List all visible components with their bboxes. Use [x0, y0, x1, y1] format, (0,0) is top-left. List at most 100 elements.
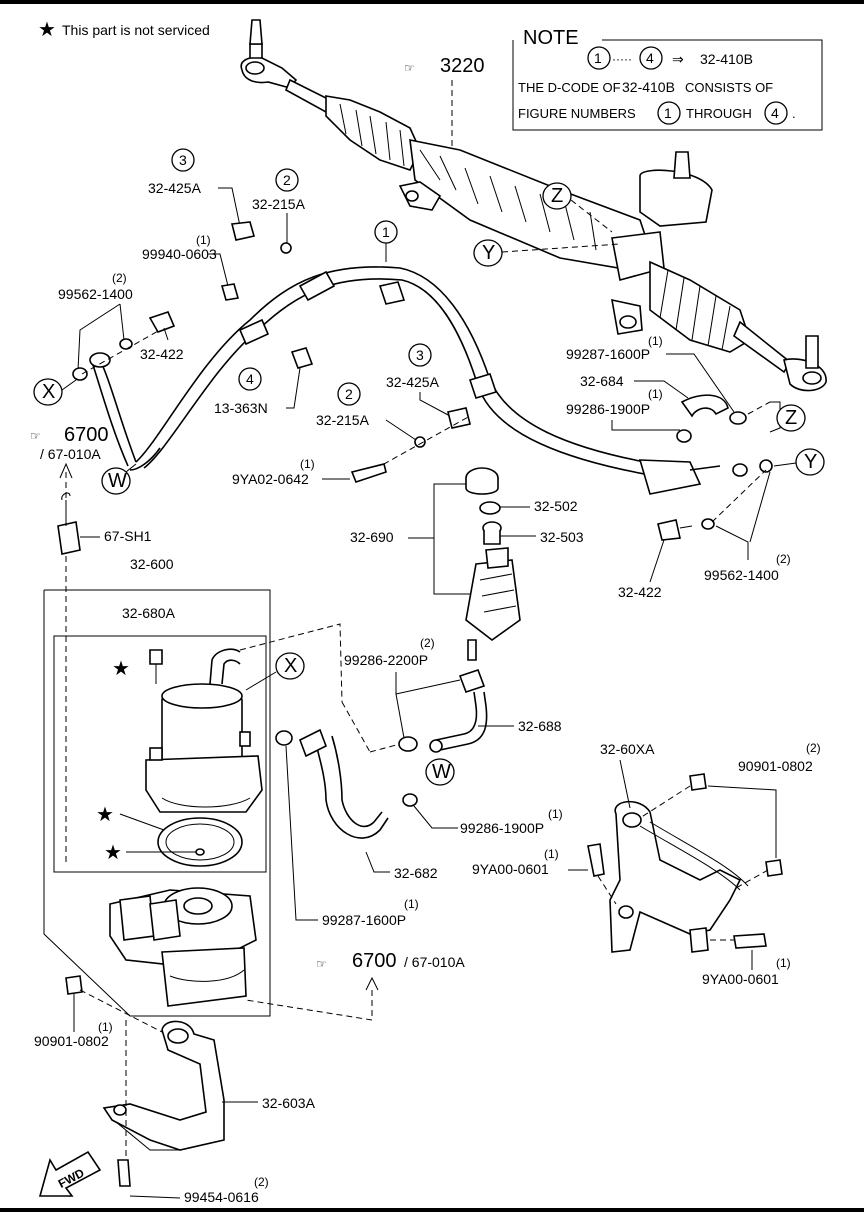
- label-32-60XA: 32-60XA: [600, 741, 655, 757]
- nut-90901-0802-left: [65, 975, 83, 995]
- label-13-363N: 13-363N: [214, 400, 268, 416]
- label-99562-1400-top: 99562-1400: [58, 286, 133, 302]
- note-line3-num1: 1: [664, 105, 672, 121]
- marker-x-left-label: X: [42, 381, 55, 403]
- marker-x-pump: [275, 652, 305, 680]
- note-box: NOTE 1 ····· 4 ⇒ 32-410B THE D-CODE OF 3…: [512, 27, 823, 131]
- qty-99287-1600P-low: (1): [404, 897, 419, 911]
- qty-99287-1600P-top: (1): [648, 334, 663, 348]
- note-line2-c: CONSISTS OF: [685, 80, 773, 95]
- label-32-684: 32-684: [580, 373, 624, 389]
- ref-6700-top-icon: ☞: [30, 429, 41, 443]
- part-32-422-top: [148, 311, 176, 333]
- ref-6700-bottom: 6700: [352, 950, 397, 972]
- legend-text: This part is not serviced: [62, 22, 210, 38]
- qty-90901-0802-left: (1): [98, 1020, 113, 1034]
- label-32-680A: 32-680A: [122, 605, 176, 621]
- ref-3220-icon: ☞: [404, 61, 415, 75]
- label-32-600: 32-600: [130, 556, 174, 572]
- part-32-684: [680, 394, 729, 418]
- label-67-SH1: 67-SH1: [104, 528, 152, 544]
- note-line3-a: FIGURE NUMBERS: [518, 106, 636, 121]
- qty-99940-0603: (1): [196, 233, 211, 247]
- label-99286-1900P-top: 99286-1900P: [566, 401, 650, 417]
- marker-y-right-label: Y: [804, 451, 817, 473]
- figure-num-3-top-label: 3: [179, 152, 187, 168]
- label-32-215A-mid: 32-215A: [316, 412, 370, 428]
- star-icon-2: ★: [96, 804, 114, 826]
- qty-9YA00-0601-right: (1): [776, 956, 791, 970]
- marker-x-pump-label: X: [284, 655, 297, 677]
- figure-num-3-top: [171, 148, 195, 172]
- bolt-star-top: [149, 649, 163, 665]
- star-icon-1: ★: [112, 658, 130, 680]
- note-line2-a: THE D-CODE OF: [518, 80, 621, 95]
- figure-num-2-top-label: 2: [283, 172, 291, 188]
- figure-num-4-label: 4: [246, 371, 254, 387]
- part-99940-0603: [220, 283, 240, 301]
- qty-9YA02-0642: (1): [300, 457, 315, 471]
- marker-y-top: [473, 239, 503, 267]
- return-hose-assembly: [275, 668, 488, 839]
- part-32-425A-mid: [447, 407, 471, 429]
- label-99287-1600P-top: 99287-1600P: [566, 346, 650, 362]
- label-99286-1900P-low: 99286-1900P: [460, 820, 544, 836]
- label-90901-0802-left: 90901-0802: [34, 1033, 109, 1049]
- label-90901-0802-right: 90901-0802: [738, 758, 813, 774]
- bracket-32-60XA: [609, 800, 749, 953]
- marker-y-top-label: Y: [482, 242, 495, 264]
- part-13-363N: [290, 347, 314, 369]
- qty-90901-0802-right: (2): [806, 741, 821, 755]
- marker-z-top: [542, 182, 572, 210]
- note-range-sep: ·····: [612, 52, 632, 66]
- group-32-680A-frame: [53, 635, 267, 873]
- bracket-32-603A: [102, 1020, 225, 1151]
- ref-67-010A-top: / 67-010A: [40, 446, 101, 462]
- ref-67-010A-bottom: / 67-010A: [404, 954, 465, 970]
- label-32-215A-top: 32-215A: [252, 196, 306, 212]
- note-arrow: ⇒: [672, 51, 684, 67]
- label-32-503: 32-503: [540, 529, 584, 545]
- part-32-215A-mid: [414, 436, 426, 448]
- qty-99286-1900P-low: (1): [548, 807, 563, 821]
- note-range-to: 4: [646, 50, 654, 66]
- note-title: NOTE: [523, 27, 579, 49]
- fwd-arrow-icon: FWD: [38, 1150, 102, 1197]
- marker-w-left-label: W: [108, 470, 127, 492]
- pump-controller: [109, 887, 257, 1007]
- part-9YA02-0642: [350, 463, 387, 483]
- part-32-422-right: [657, 519, 681, 541]
- label-99286-2200P: 99286-2200P: [344, 652, 428, 668]
- figure-num-2-mid: [337, 382, 361, 406]
- note-line3-b: THROUGH: [686, 106, 752, 121]
- qty-99286-2200P: (2): [420, 636, 435, 650]
- label-32-425A-mid: 32-425A: [386, 374, 440, 390]
- note-range-from: 1: [594, 50, 602, 66]
- label-9YA00-0601-left: 9YA00-0601: [472, 861, 549, 877]
- steering-gear-assembly: [240, 19, 827, 392]
- note-line3-num2: 4: [771, 105, 779, 121]
- marker-x-left: [33, 378, 63, 406]
- marker-w-pump-label: W: [432, 761, 451, 783]
- nut-90901-0802-a: [689, 773, 707, 791]
- bottom-rule: [0, 1208, 864, 1212]
- label-32-502: 32-502: [534, 498, 578, 514]
- note-line3-c: .: [792, 106, 796, 121]
- label-32-422-right: 32-422: [618, 584, 662, 600]
- bolt-9YA00-0601-left: [587, 843, 605, 877]
- label-32-688: 32-688: [518, 718, 562, 734]
- figure-num-2-mid-label: 2: [345, 386, 353, 402]
- marker-z-right: [776, 404, 806, 432]
- label-9YA02-0642: 9YA02-0642: [232, 471, 309, 487]
- ref-6700-top: 6700: [64, 424, 109, 446]
- marker-w-pump: [425, 758, 455, 786]
- label-32-603A: 32-603A: [262, 1095, 316, 1111]
- label-99562-1400-right: 99562-1400: [704, 567, 779, 583]
- note-line2-b: 32-410B: [622, 79, 675, 95]
- bolt-99454-0616: [117, 1159, 131, 1187]
- qty-99454-0616: (2): [254, 1175, 269, 1189]
- label-9YA00-0601-right: 9YA00-0601: [702, 971, 779, 987]
- label-99287-1600P-low: 99287-1600P: [322, 912, 406, 928]
- bolt-9YA00-0601-right: [733, 933, 767, 949]
- marker-w-left: [101, 467, 131, 495]
